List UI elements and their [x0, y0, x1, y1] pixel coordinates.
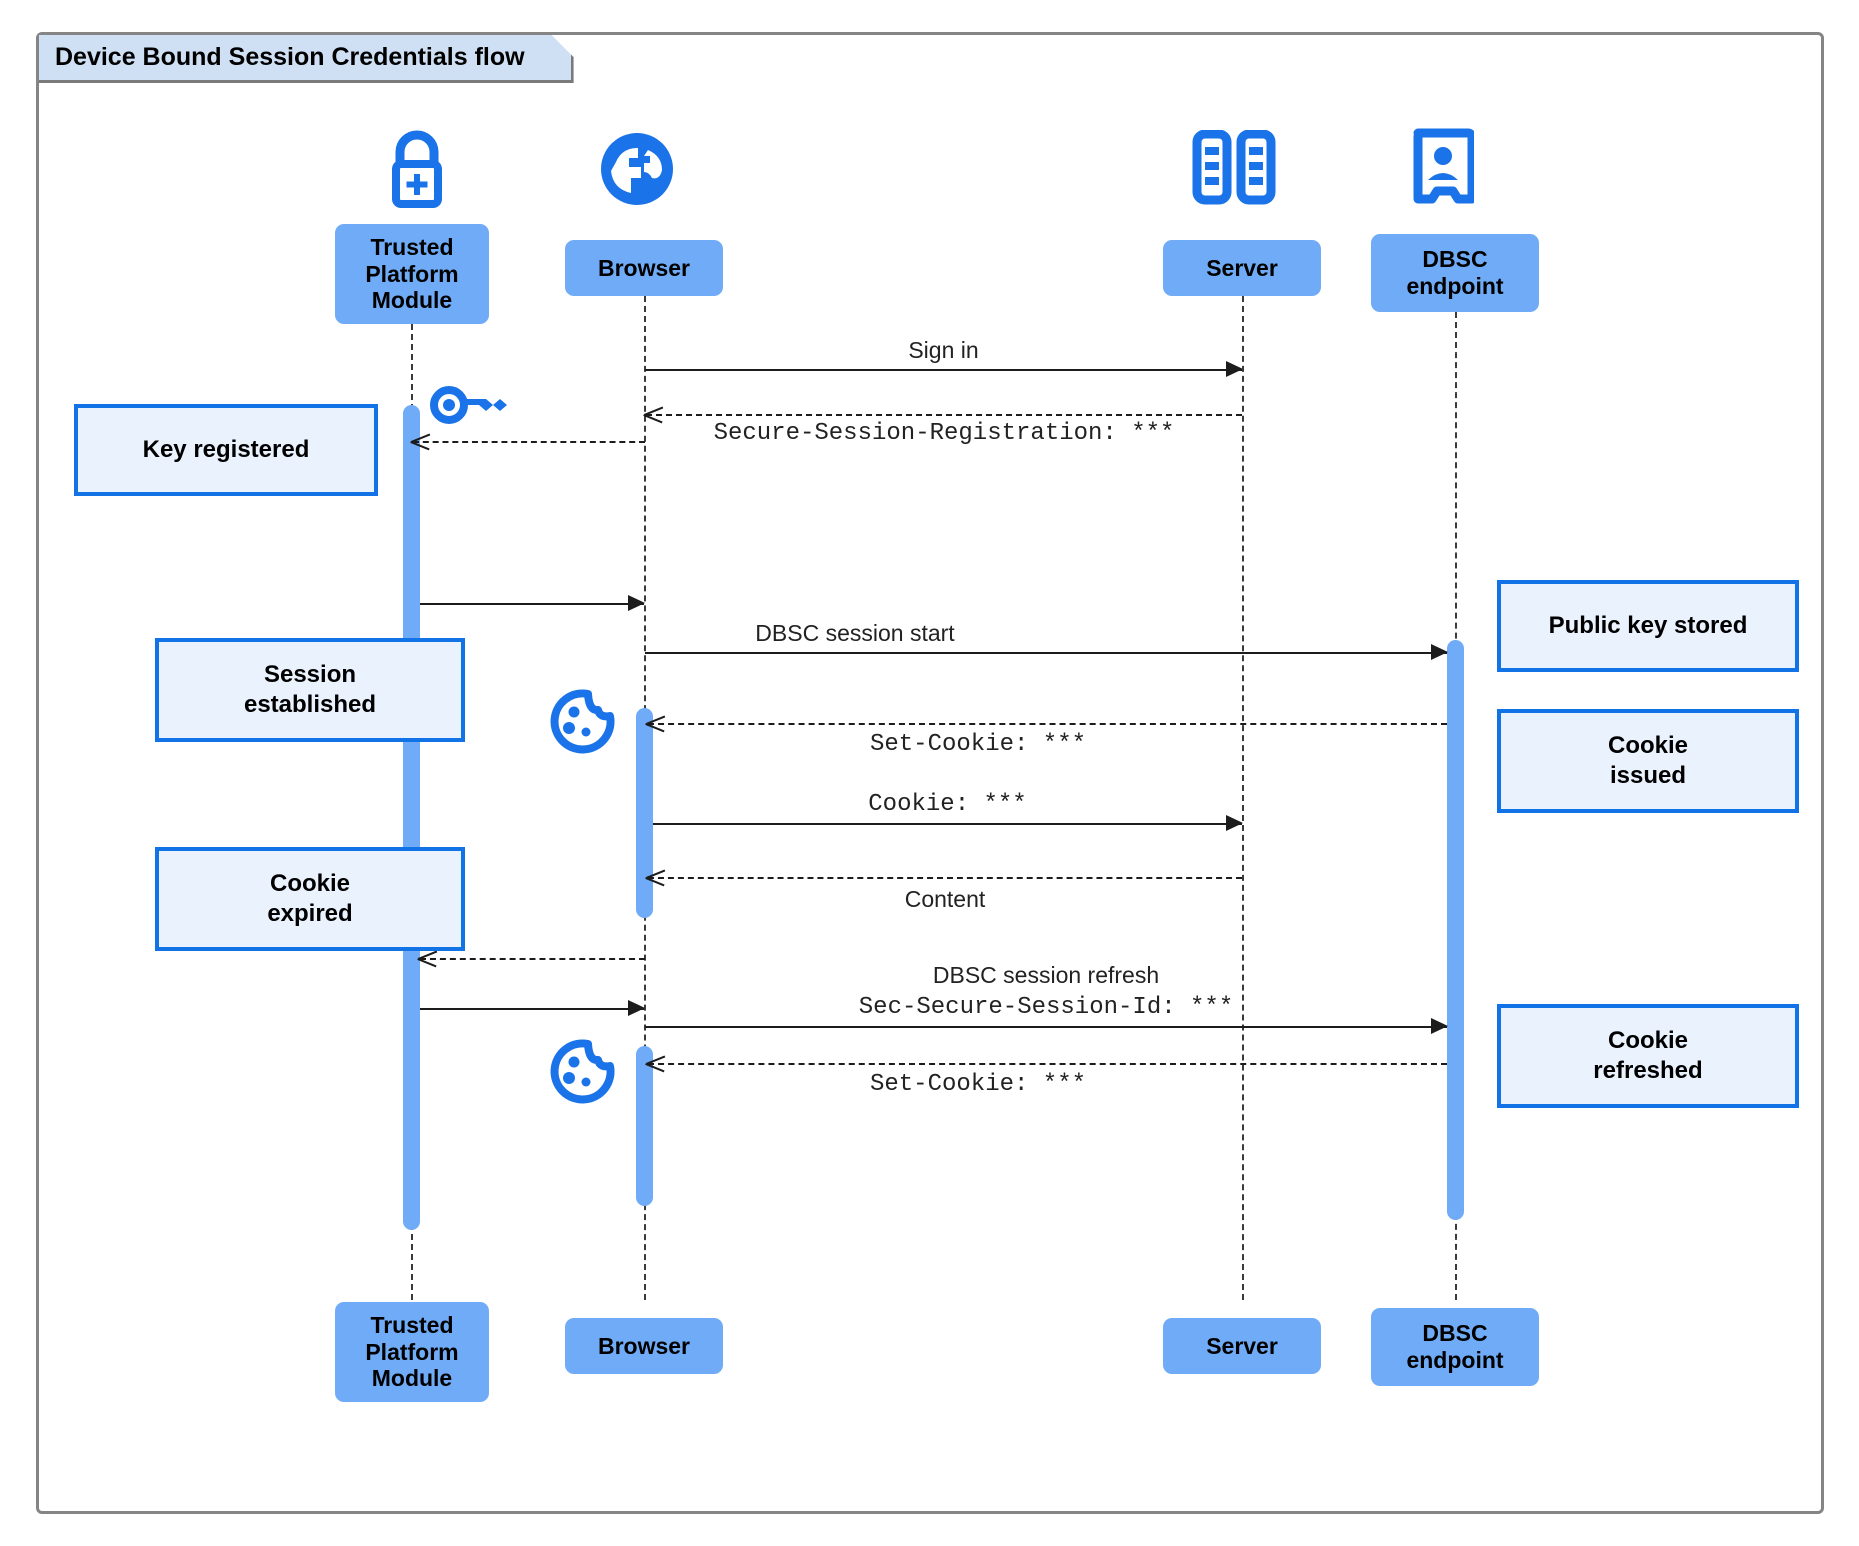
arrowhead-left-icon	[418, 949, 436, 967]
participant-browser-top[interactable]: Browser	[565, 240, 723, 296]
message-line	[648, 723, 1447, 725]
note-key-registered: Key registered	[74, 404, 378, 496]
arrowhead-left-icon	[646, 1054, 664, 1072]
note-cookie-issued: Cookie issued	[1497, 709, 1799, 813]
note-text: Cookie expired	[267, 870, 353, 927]
message-label-cookie: Cookie: ***	[868, 791, 1027, 818]
arrowhead-right-icon	[628, 1000, 645, 1016]
arrowhead-left-icon	[646, 714, 664, 732]
message-line	[653, 823, 1242, 825]
activation-tpm	[403, 405, 420, 1230]
participant-label: Trusted Platform Module	[365, 1311, 459, 1392]
note-cookie-refreshed: Cookie refreshed	[1497, 1004, 1799, 1108]
participant-label: Browser	[597, 1332, 691, 1359]
arrowhead-right-icon	[1226, 361, 1243, 377]
globe-icon	[596, 128, 678, 215]
message-line	[645, 369, 1242, 371]
message-line	[645, 1026, 1447, 1028]
message-line	[413, 441, 645, 443]
arrowhead-left-icon	[646, 868, 664, 886]
participant-label: DBSC endpoint	[1406, 1320, 1504, 1373]
message-label-sec-secure-session-id: Sec-Secure-Session-Id: ***	[858, 994, 1234, 1021]
message-label-content: Content	[904, 886, 986, 912]
activation-dbsc-1	[1447, 640, 1464, 1220]
message-label-dbsc-session-refresh: DBSC session refresh	[932, 962, 1160, 988]
note-text: Cookie refreshed	[1593, 1027, 1703, 1084]
message-label-set-cookie-2: Set-Cookie: ***	[869, 1071, 1087, 1098]
participant-server-top[interactable]: Server	[1163, 240, 1321, 296]
note-session-established: Session established	[155, 638, 465, 742]
message-line	[420, 958, 645, 960]
participant-label: DBSC endpoint	[1406, 246, 1504, 299]
server-rack-icon	[1192, 129, 1276, 213]
participant-tpm-top[interactable]: Trusted Platform Module	[335, 224, 489, 324]
arrowhead-right-icon	[1431, 644, 1448, 660]
note-text: Key registered	[142, 436, 310, 463]
lock-plus-icon	[374, 126, 460, 217]
message-label-dbsc-session-start: DBSC session start	[755, 620, 955, 646]
cookie-icon	[548, 1038, 616, 1111]
activation-browser-1	[636, 708, 653, 918]
participant-dbsc-bottom[interactable]: DBSC endpoint	[1371, 1308, 1539, 1386]
message-line	[420, 603, 644, 605]
note-public-key-stored: Public key stored	[1497, 580, 1799, 672]
cookie-icon	[548, 688, 616, 761]
arrowhead-right-icon	[628, 595, 645, 611]
lifeline-server	[1242, 296, 1244, 1300]
arrowhead-right-icon	[1226, 815, 1243, 831]
participant-tpm-bottom[interactable]: Trusted Platform Module	[335, 1302, 489, 1402]
participant-label: Browser	[597, 254, 691, 281]
message-line	[645, 652, 1447, 654]
key-icon	[428, 382, 508, 433]
activation-browser-2	[636, 1046, 653, 1206]
message-line	[648, 1063, 1447, 1065]
frame-title: Device Bound Session Credentials flow	[39, 35, 574, 83]
message-line	[646, 414, 1242, 416]
arrowhead-left-icon	[411, 432, 429, 450]
message-label-secure-session-registration: Secure-Session-Registration: ***	[713, 420, 1175, 447]
message-label-set-cookie-1: Set-Cookie: ***	[869, 731, 1087, 758]
arrowhead-right-icon	[1431, 1018, 1448, 1034]
id-badge-icon	[1412, 128, 1477, 213]
participant-label: Server	[1206, 1332, 1278, 1359]
note-text: Cookie issued	[1607, 732, 1688, 789]
participant-server-bottom[interactable]: Server	[1163, 1318, 1321, 1374]
participant-label: Trusted Platform Module	[365, 233, 459, 314]
note-text: Session established	[243, 661, 377, 718]
note-cookie-expired: Cookie expired	[155, 847, 465, 951]
note-text: Public key stored	[1548, 612, 1748, 639]
participant-dbsc-top[interactable]: DBSC endpoint	[1371, 234, 1539, 312]
participant-label: Server	[1206, 254, 1278, 281]
message-line	[420, 1008, 644, 1010]
message-line	[648, 877, 1242, 879]
participant-browser-bottom[interactable]: Browser	[565, 1318, 723, 1374]
message-label-sign-in: Sign in	[908, 337, 979, 363]
